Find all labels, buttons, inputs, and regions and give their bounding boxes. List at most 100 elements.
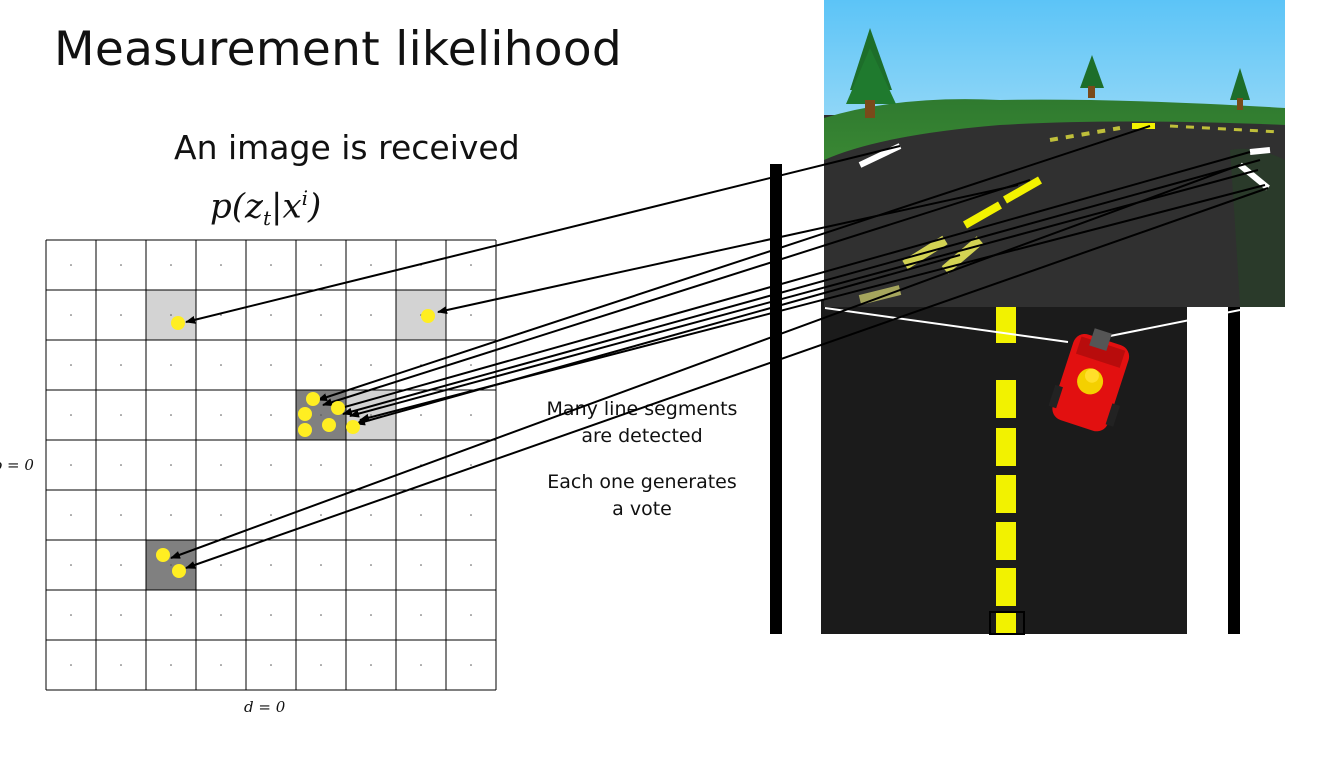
vote-dot [298, 423, 312, 437]
vote-dot [346, 420, 360, 434]
grid-center-dot [120, 664, 122, 666]
grid-center-dot [320, 464, 322, 466]
grid-center-dot [220, 564, 222, 566]
formula-sup-i: i [301, 186, 309, 210]
grid-center-dot [70, 614, 72, 616]
vote-dot [156, 548, 170, 562]
trees [846, 28, 1250, 118]
grid-center-dot [320, 364, 322, 366]
grid-center-dot [120, 464, 122, 466]
grid-center-dot [170, 614, 172, 616]
grid-center-dot [370, 664, 372, 666]
sky [824, 0, 1285, 115]
left-boundary-line [770, 164, 782, 634]
grid-center-dot [170, 464, 172, 466]
vote-dots [156, 309, 435, 578]
grid-center-dot [470, 264, 472, 266]
grid-center-dot [470, 664, 472, 666]
formula-sub-t: t [262, 206, 271, 231]
grid-center-dot [220, 614, 222, 616]
annotation-line-1: Many line segments [546, 398, 738, 420]
vote-dot [322, 418, 336, 432]
grid-center-dot [170, 314, 172, 316]
formula-p: p(z [210, 186, 263, 227]
grid-center-dot [470, 514, 472, 516]
grid-center-dot [70, 514, 72, 516]
vote-dot [298, 407, 312, 421]
grid-center-dot [270, 514, 272, 516]
grid-lines [45, 239, 497, 691]
grid-center-dot [120, 264, 122, 266]
grid-center-dot [370, 414, 372, 416]
vote-dot [171, 316, 185, 330]
grid-center-dot [270, 414, 272, 416]
grid-center-dot [470, 464, 472, 466]
vote-dot [331, 401, 345, 415]
grid-center-dot [470, 314, 472, 316]
grid-center-dot [120, 564, 122, 566]
grid-center-dot [70, 364, 72, 366]
grid-center-dot [70, 664, 72, 666]
formula-close: ) [308, 186, 322, 227]
grid-center-dot [220, 514, 222, 516]
grid-center-dot [320, 264, 322, 266]
grid-center-dot [70, 414, 72, 416]
grid-center-dot [170, 264, 172, 266]
grid-center-dot [270, 314, 272, 316]
grid-center-dot [270, 464, 272, 466]
grid-center-dot [370, 514, 372, 516]
grid-center-dot [370, 614, 372, 616]
grid-center-dot [470, 414, 472, 416]
grid-center-dot [270, 264, 272, 266]
subtitle: An image is received [174, 128, 520, 167]
grid-center-dot [270, 364, 272, 366]
grid-center-dot [120, 414, 122, 416]
camera-fov-lines [824, 307, 1241, 343]
vote-dot [172, 564, 186, 578]
grid-center-dot [220, 414, 222, 416]
grid-center-dot [120, 614, 122, 616]
grid-center-dot [420, 414, 422, 416]
grid-center-dot [220, 364, 222, 366]
grid-center-dot [420, 564, 422, 566]
grid-center-dot [320, 664, 322, 666]
grid-center-dot [470, 564, 472, 566]
annotation-line-4: a vote [612, 498, 672, 520]
grid-center-dot [370, 314, 372, 316]
d-axis-label: d = 0 [244, 698, 286, 716]
grid-center-dot [120, 364, 122, 366]
top-down-road-view [770, 164, 1241, 635]
vote-dot [306, 392, 320, 406]
vote-arrows [170, 125, 1269, 569]
grid-center-dot [170, 364, 172, 366]
grid-center-dot [270, 564, 272, 566]
phi-axis-label: ϕ = 0 [0, 456, 34, 474]
right-boundary-line [1228, 300, 1240, 634]
grid-center-dot [370, 464, 372, 466]
annotation-detected: Many line segments are detected [522, 396, 762, 450]
grid-center-dot [370, 564, 372, 566]
grid-center-dot [420, 614, 422, 616]
grid-center-dot [70, 264, 72, 266]
grid-center-dot [170, 564, 172, 566]
grid-center-dot [320, 314, 322, 316]
grid-center-dot [370, 264, 372, 266]
annotation-votes: Each one generates a vote [522, 469, 762, 523]
grid-center-dot [170, 514, 172, 516]
grid-center-dot [120, 314, 122, 316]
grid-center-dot [370, 364, 372, 366]
center-lane-dashes [989, 305, 1025, 635]
page-title: Measurement likelihood [54, 22, 623, 77]
grid-center-dot [220, 664, 222, 666]
grid-center-dot [470, 364, 472, 366]
grid-center-dot [320, 614, 322, 616]
grid-center-dot [270, 664, 272, 666]
vote-dot [421, 309, 435, 323]
annotation-line-3: Each one generates [547, 471, 737, 493]
grid-center-dot [470, 614, 472, 616]
likelihood-formula: p(zt|xi) [210, 186, 321, 230]
grid-center-dot [420, 664, 422, 666]
grid-center-dot [320, 514, 322, 516]
annotation-line-2: are detected [581, 425, 703, 447]
